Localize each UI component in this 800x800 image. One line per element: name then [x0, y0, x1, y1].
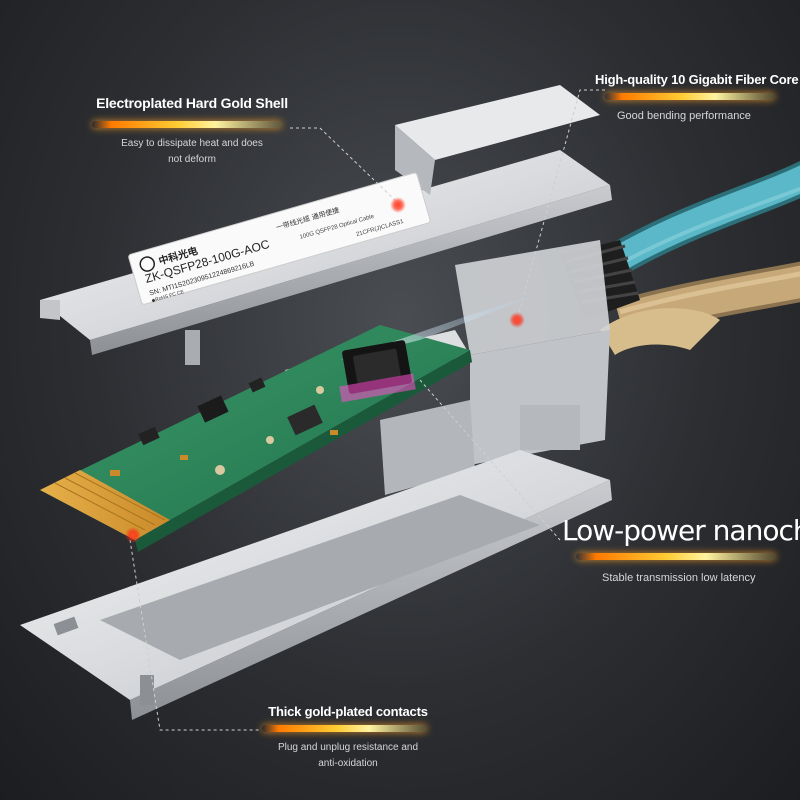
callout-contacts: Thick gold-plated contacts Plug and unpl… [258, 704, 438, 772]
highlight-dots [125, 197, 525, 543]
callout-nanochip-glow [576, 553, 776, 560]
callout-nanochip: Low-power nanochip Stable transmission l… [562, 514, 800, 586]
callout-contacts-desc-2: anti-oxidation [318, 758, 378, 769]
callout-nanochip-title: Low-power nanochip [562, 514, 800, 547]
nanochip [339, 290, 550, 403]
leader-lines [129, 89, 605, 731]
callout-nanochip-desc: Stable transmission low latency [602, 572, 756, 584]
callout-fiber-core-desc: Good bending performance [617, 110, 751, 122]
callout-fiber-core-title: High-quality 10 Gigabit Fiber Core [595, 72, 799, 87]
callout-fiber-core: High-quality 10 Gigabit Fiber Core Good … [595, 72, 799, 124]
callout-fiber-core-glow [605, 93, 775, 100]
callout-gold-shell-glow [92, 121, 282, 128]
callout-contacts-glow [262, 725, 427, 732]
callout-gold-shell-desc-1: Easy to dissipate heat and does [121, 138, 263, 149]
callout-contacts-desc-1: Plug and unplug resistance and [277, 742, 419, 753]
callout-contacts-title: Thick gold-plated contacts [268, 704, 428, 719]
fiber-cables [560, 160, 800, 355]
callout-gold-shell-desc-2: not deform [168, 154, 216, 165]
bottom-shell [20, 405, 612, 720]
callout-gold-shell-title: Electroplated Hard Gold Shell [96, 95, 288, 111]
callout-gold-shell: Electroplated Hard Gold Shell Easy to di… [92, 95, 292, 168]
